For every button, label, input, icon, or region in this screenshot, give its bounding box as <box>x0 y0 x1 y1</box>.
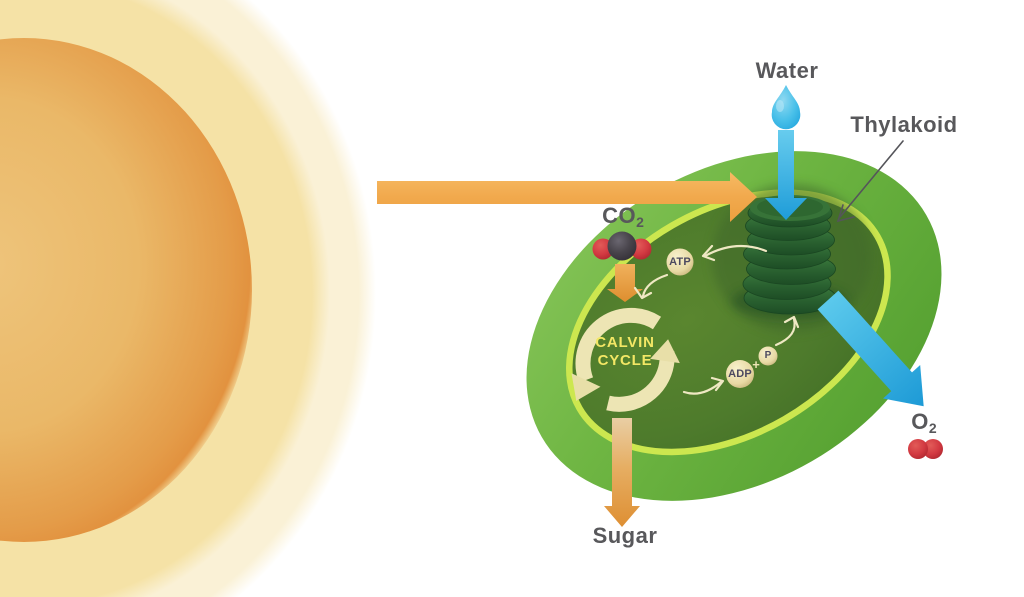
calvin-cycle-label: CALVIN CYCLE <box>562 334 688 370</box>
sun-illustration <box>0 0 376 597</box>
phosphate-to-thylakoid-arrow <box>774 317 796 347</box>
co2-arrow <box>607 264 643 302</box>
light-reaction-flow-arrows <box>633 244 800 395</box>
calvin-cycle-label-line2: CYCLE <box>597 352 653 369</box>
co2-molecule-icon <box>592 231 652 261</box>
water-label: Water <box>755 58 819 83</box>
thylakoid-stack <box>712 184 872 332</box>
thylakoid-to-atp-arrow <box>703 244 768 258</box>
adp-sphere <box>726 360 754 388</box>
o2-label-main: O <box>911 409 929 434</box>
calvin-cycle-label-line1: CALVIN <box>595 334 655 351</box>
co2-label-sub: 2 <box>636 214 644 230</box>
calvin-cycle-arrows <box>571 307 680 412</box>
calvin-to-adp-arrow <box>682 380 723 395</box>
energy-molecules <box>666 248 778 388</box>
thylakoid-pointer-line <box>836 140 904 223</box>
water-droplet-icon <box>771 85 801 130</box>
sugar-arrow <box>604 418 640 527</box>
atp-to-calvin-arrow <box>641 273 669 298</box>
chloroplast-illustration <box>526 151 942 501</box>
atp-sphere <box>666 248 694 276</box>
atp-label: ATP <box>669 256 691 268</box>
plus-label: + <box>752 357 760 372</box>
sunlight-arrow <box>377 172 757 222</box>
sun-core <box>0 38 252 542</box>
water-arrow <box>765 130 807 220</box>
co2-label-main: CO <box>602 203 637 228</box>
o2-molecule-icon <box>908 439 943 459</box>
o2-label: O2 <box>874 410 974 436</box>
co2-label: CO2 <box>573 204 673 230</box>
thylakoid-label: Thylakoid <box>850 112 958 137</box>
adp-label: ADP <box>728 368 752 380</box>
sugar-label: Sugar <box>592 523 658 548</box>
o2-arrow <box>817 290 924 407</box>
phosphate-label: P <box>764 350 772 361</box>
o2-label-sub: 2 <box>928 420 937 436</box>
phosphate-sphere <box>758 346 778 366</box>
